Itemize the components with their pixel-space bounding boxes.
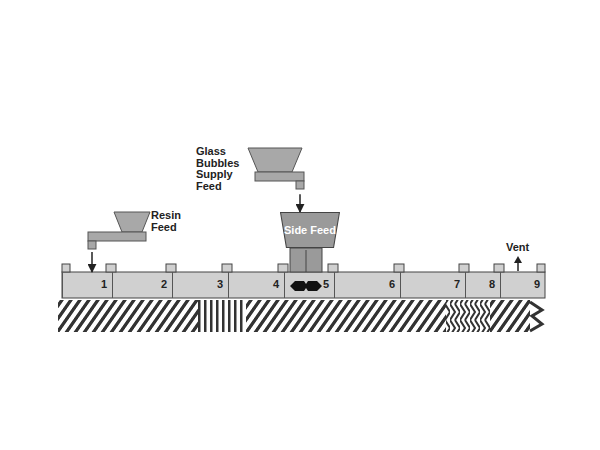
side-feed-screws bbox=[290, 281, 322, 291]
barrel-segment: 1 bbox=[62, 272, 112, 298]
resin-hopper bbox=[88, 212, 150, 249]
screw-flights bbox=[58, 300, 198, 332]
zone-number: 8 bbox=[489, 279, 495, 291]
glass-bubbles-hopper bbox=[248, 148, 304, 189]
barrel-segment: 7 bbox=[400, 272, 465, 298]
screw-flights bbox=[246, 300, 446, 332]
side-feeder-column bbox=[290, 248, 322, 272]
side-feeder: Side Feed bbox=[280, 212, 340, 248]
barrel-segment: 5 bbox=[284, 272, 334, 298]
zone-number: 6 bbox=[389, 279, 395, 291]
zone-number: 3 bbox=[217, 279, 223, 291]
zone-number: 4 bbox=[273, 279, 279, 291]
feed-arrow bbox=[299, 194, 301, 212]
barrel-segment: 2 bbox=[112, 272, 172, 298]
barrel bbox=[62, 272, 545, 298]
barrel-segment: 6 bbox=[334, 272, 400, 298]
mixing-element bbox=[446, 300, 490, 332]
zone-number: 2 bbox=[161, 279, 167, 291]
vent-arrow bbox=[514, 256, 522, 271]
vent-label: Vent bbox=[506, 241, 529, 253]
zone-number: 9 bbox=[534, 279, 540, 291]
feed-arrow bbox=[91, 252, 93, 272]
barrel-segment: 9 bbox=[500, 272, 545, 298]
barrel-segment: 4 bbox=[228, 272, 284, 298]
barrel-segment: 8 bbox=[465, 272, 500, 298]
screw-tip bbox=[530, 302, 542, 331]
feeder-label: Side Feed bbox=[284, 224, 336, 236]
kneading-block bbox=[198, 300, 246, 332]
zone-number: 1 bbox=[101, 279, 107, 291]
feed-label: Glass Bubbles Supply Feed bbox=[196, 146, 246, 192]
feed-hopper: Resin Feed bbox=[88, 210, 200, 252]
zone-number: 7 bbox=[454, 279, 460, 291]
zone-number: 5 bbox=[323, 279, 329, 291]
feed-label: Resin Feed bbox=[151, 210, 197, 233]
screw-flights bbox=[490, 300, 530, 332]
barrel-segment: 3 bbox=[172, 272, 228, 298]
feed-hopper: Glass Bubbles Supply Feed bbox=[196, 146, 306, 194]
